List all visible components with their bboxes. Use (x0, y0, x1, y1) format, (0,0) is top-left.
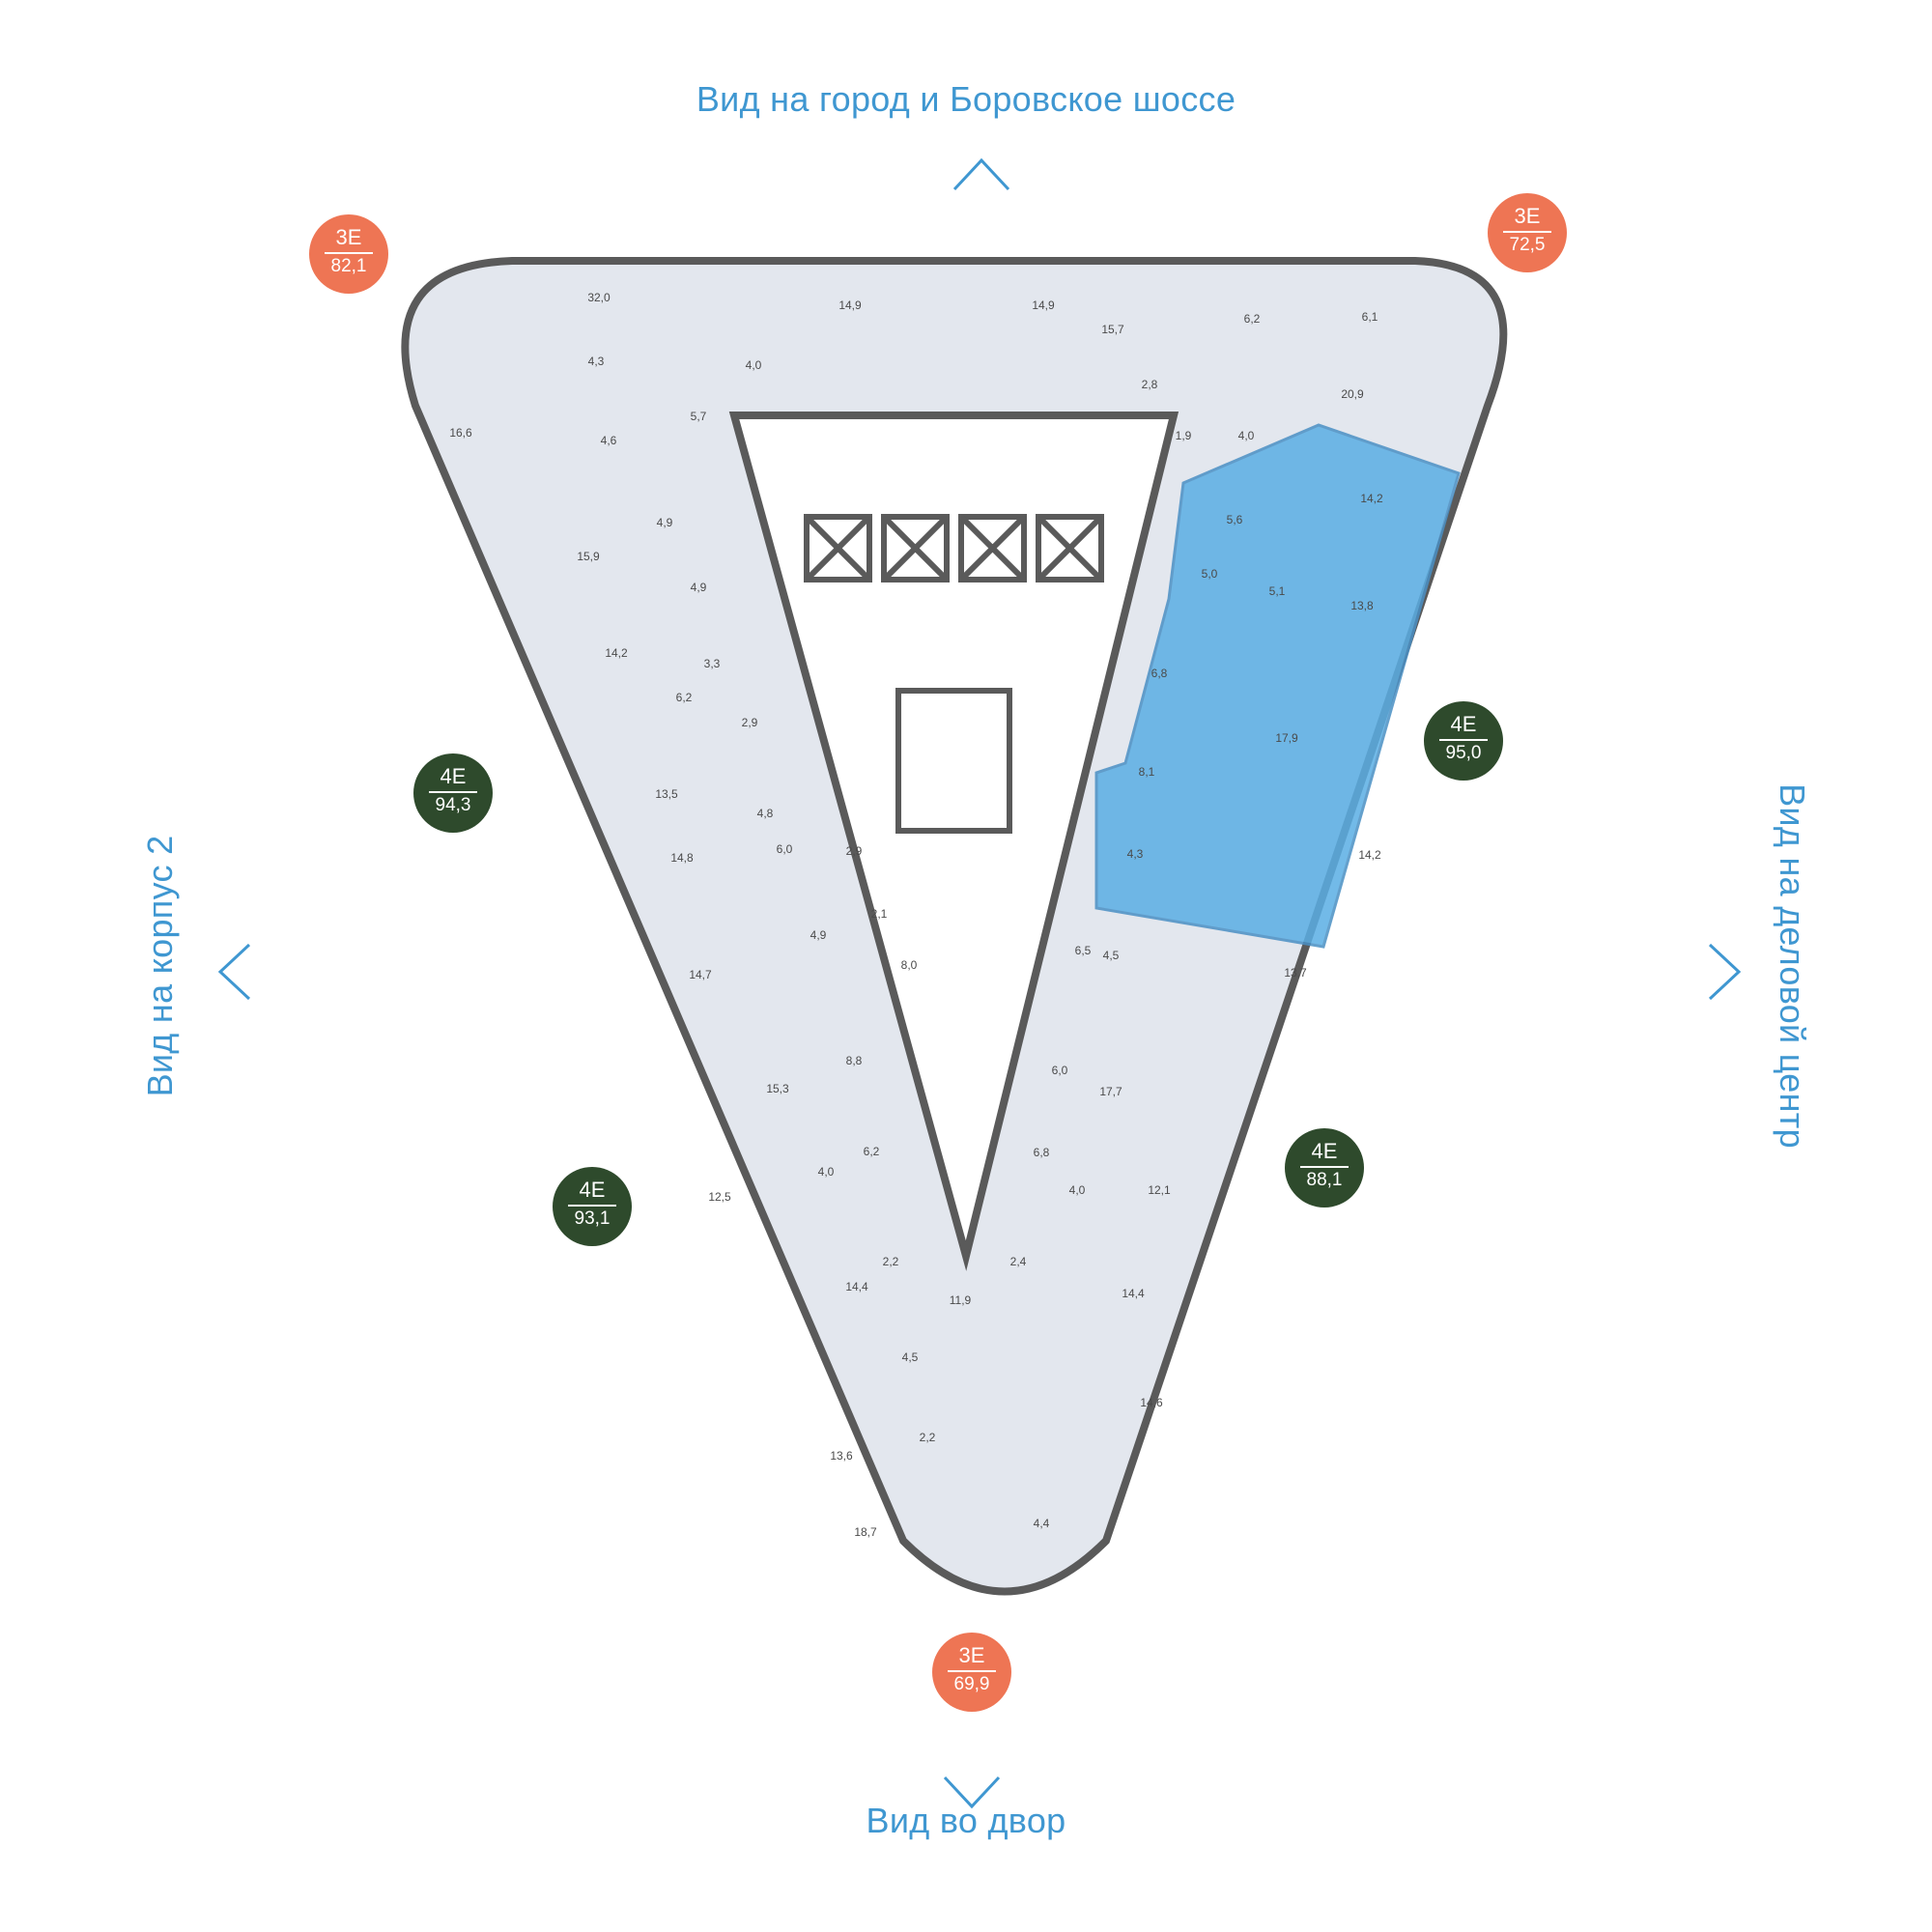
room-area-label: 4,0 (818, 1165, 835, 1179)
room-area-label: 4,0 (746, 358, 762, 372)
stair-core (895, 688, 1012, 834)
badge-rooms: 4E (1311, 1139, 1338, 1163)
chevron-down-icon[interactable] (942, 1774, 1002, 1812)
room-area-label: 6,0 (777, 842, 793, 856)
room-area-label: 6,8 (1151, 667, 1168, 680)
room-area-label: 5,6 (1227, 513, 1243, 526)
room-area-label: 14,2 (1358, 848, 1381, 862)
chevron-right-icon[interactable] (1706, 942, 1745, 1002)
room-area-label: 14,2 (1360, 492, 1383, 505)
view-label-top: Вид на город и Боровское шоссе (696, 79, 1236, 119)
room-area-label: 13,5 (655, 787, 678, 801)
room-area-label: 18,7 (854, 1525, 877, 1539)
selected-unit (1094, 423, 1461, 949)
room-area-label: 2,2 (883, 1255, 899, 1268)
room-area-label: 14,4 (845, 1280, 868, 1293)
room-area-label: 2,8 (1142, 378, 1158, 391)
view-label-bottom: Вид во двор (866, 1801, 1066, 1840)
room-area-label: 17,7 (1099, 1085, 1122, 1098)
room-area-label: 8,1 (1139, 765, 1155, 779)
room-area-label: 32,0 (587, 291, 611, 304)
room-area-label: 4,3 (1127, 847, 1144, 861)
room-area-label: 17,9 (1275, 731, 1298, 745)
apartment-badge-3e-72-5[interactable]: 3E 72,5 (1488, 193, 1567, 272)
room-area-label: 4,9 (657, 516, 673, 529)
elevator-shafts (804, 514, 1104, 582)
room-area-label: 8,8 (846, 1054, 863, 1067)
room-area-label: 4,0 (1069, 1183, 1086, 1197)
badge-rooms: 4E (440, 764, 467, 788)
badge-rooms: 4E (1450, 712, 1477, 736)
room-area-label: 12,5 (708, 1190, 731, 1204)
room-area-label: 4,6 (601, 434, 617, 447)
room-area-label: 1,9 (1176, 429, 1192, 442)
room-area-label: 15,3 (766, 1082, 789, 1095)
room-area-label: 14,8 (670, 851, 694, 865)
room-area-label: 2,1 (871, 907, 888, 921)
room-area-label: 5,7 (691, 410, 707, 423)
chevron-up-icon[interactable] (952, 155, 1011, 193)
room-area-label: 15,7 (1101, 323, 1124, 336)
room-area-label: 16,6 (449, 426, 472, 440)
room-area-label: 4,4 (1034, 1517, 1050, 1530)
apartment-badge-4e-95-0[interactable]: 4E 95,0 (1424, 701, 1503, 781)
room-area-label: 13,7 (1284, 966, 1307, 980)
badge-rooms: 3E (958, 1643, 985, 1667)
room-area-label: 3,3 (704, 657, 721, 670)
badge-area: 82,1 (330, 255, 367, 276)
room-area-label: 2,9 (742, 716, 758, 729)
badge-rooms: 3E (335, 225, 362, 249)
room-area-label: 13,6 (830, 1449, 853, 1463)
room-area-label: 14,9 (1032, 298, 1055, 312)
badge-rooms: 4E (579, 1178, 606, 1202)
room-area-label: 4,9 (810, 928, 827, 942)
badge-rooms: 3E (1514, 204, 1541, 228)
room-area-label: 14,9 (838, 298, 862, 312)
room-area-label: 6,2 (1244, 312, 1261, 326)
room-area-label: 2,2 (920, 1431, 936, 1444)
apartment-badge-3e-69-9[interactable]: 3E 69,9 (932, 1633, 1011, 1712)
room-area-label: 5,0 (1202, 567, 1218, 581)
room-area-label: 6,2 (676, 691, 693, 704)
badge-area: 69,9 (953, 1673, 990, 1694)
chevron-left-icon[interactable] (214, 942, 253, 1002)
apartment-badge-3e-82-1[interactable]: 3E 82,1 (309, 214, 388, 294)
room-area-label: 8,0 (901, 958, 918, 972)
apartment-badge-4e-94-3[interactable]: 4E 94,3 (413, 753, 493, 833)
room-area-label: 2,4 (1010, 1255, 1027, 1268)
room-area-label: 4,0 (1238, 429, 1255, 442)
room-area-label: 4,5 (1103, 949, 1120, 962)
apartment-badge-4e-88-1[interactable]: 4E 88,1 (1285, 1128, 1364, 1208)
room-area-label: 4,9 (691, 581, 707, 594)
room-area-label: 4,8 (757, 807, 774, 820)
room-area-label: 15,9 (577, 550, 600, 563)
room-area-label: 4,3 (588, 355, 605, 368)
room-area-label: 20,9 (1341, 387, 1364, 401)
room-area-label: 6,2 (864, 1145, 880, 1158)
room-area-label: 14,2 (605, 646, 628, 660)
core-void (728, 412, 1179, 1271)
room-area-label: 14,6 (1140, 1396, 1163, 1409)
badge-area: 93,1 (574, 1208, 611, 1229)
room-area-label: 14,4 (1122, 1287, 1145, 1300)
room-area-label: 12,1 (1148, 1183, 1171, 1197)
apartment-badge-4e-93-1[interactable]: 4E 93,1 (553, 1167, 632, 1246)
room-labels: 32,0 14,9 14,9 15,7 6,2 6,1 4,3 4,0 2,8 20,9 16,6 4… (449, 291, 1383, 1539)
room-area-label: 11,9 (950, 1293, 972, 1307)
room-area-label: 13,8 (1350, 599, 1374, 612)
room-area-label: 6,0 (1052, 1064, 1068, 1077)
badge-area: 94,3 (435, 794, 471, 815)
room-area-label: 6,1 (1362, 310, 1378, 324)
badge-area: 95,0 (1445, 742, 1482, 763)
room-area-label: 2,9 (846, 844, 863, 858)
badge-area: 72,5 (1509, 234, 1546, 255)
room-area-label: 14,7 (689, 968, 712, 981)
room-area-label: 5,1 (1269, 584, 1286, 598)
room-area-label: 4,5 (902, 1350, 919, 1364)
room-area-label: 6,8 (1034, 1146, 1050, 1159)
badge-area: 88,1 (1306, 1169, 1343, 1190)
room-area-label: 6,5 (1075, 944, 1092, 957)
